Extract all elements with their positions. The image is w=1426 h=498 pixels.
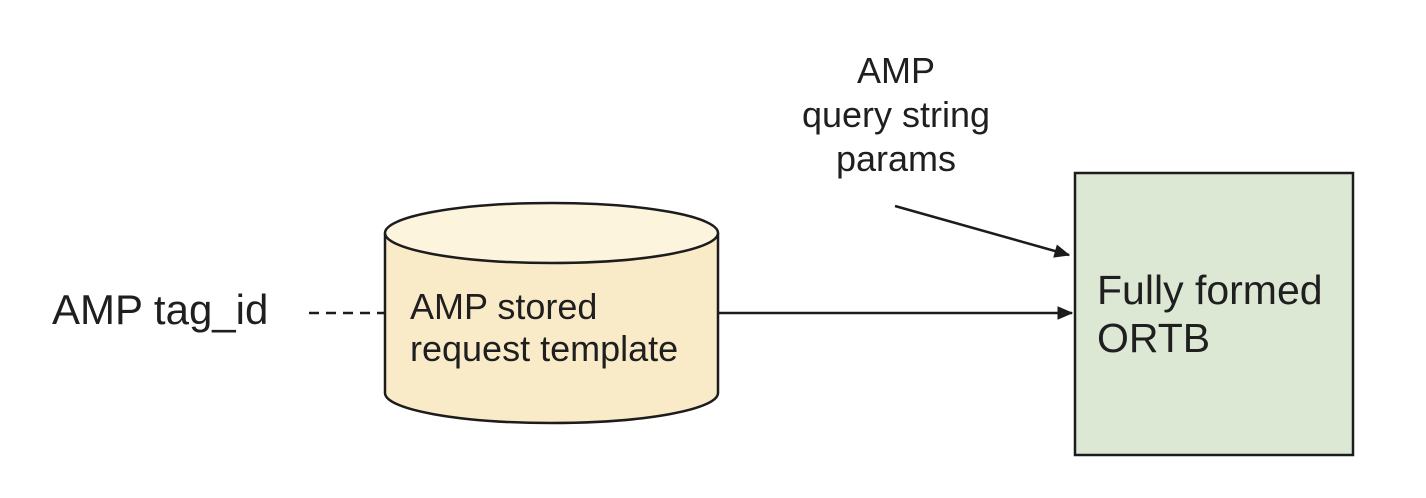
- fully-formed-ortb-label: Fully formed ORTB: [1097, 266, 1323, 362]
- amp-tag-id-label: AMP tag_id: [52, 286, 269, 333]
- stored-request-template-label-line2: request template: [410, 328, 679, 369]
- stored-request-template-label-line1: AMP stored: [410, 286, 598, 327]
- fully-formed-ortb-label-line1: Fully formed: [1097, 267, 1323, 313]
- stored-request-cylinder-body: [383, 233, 720, 425]
- amp-query-string-params-label-line3: params: [835, 138, 957, 179]
- amp-query-string-params-label-line2: query string: [801, 94, 991, 135]
- stored-request-cylinder-top: [383, 201, 720, 265]
- fully-formed-ortb-label-line2: ORTB: [1097, 315, 1211, 361]
- ortb-box: [1073, 171, 1355, 457]
- amp-query-string-params-label-line1: AMP: [856, 50, 935, 91]
- stored-request-template-label: AMP stored request template: [410, 286, 678, 370]
- amp-query-string-params-label: AMP query string params: [746, 49, 1046, 181]
- query-params-to-ortb-arrow: [894, 204, 1069, 255]
